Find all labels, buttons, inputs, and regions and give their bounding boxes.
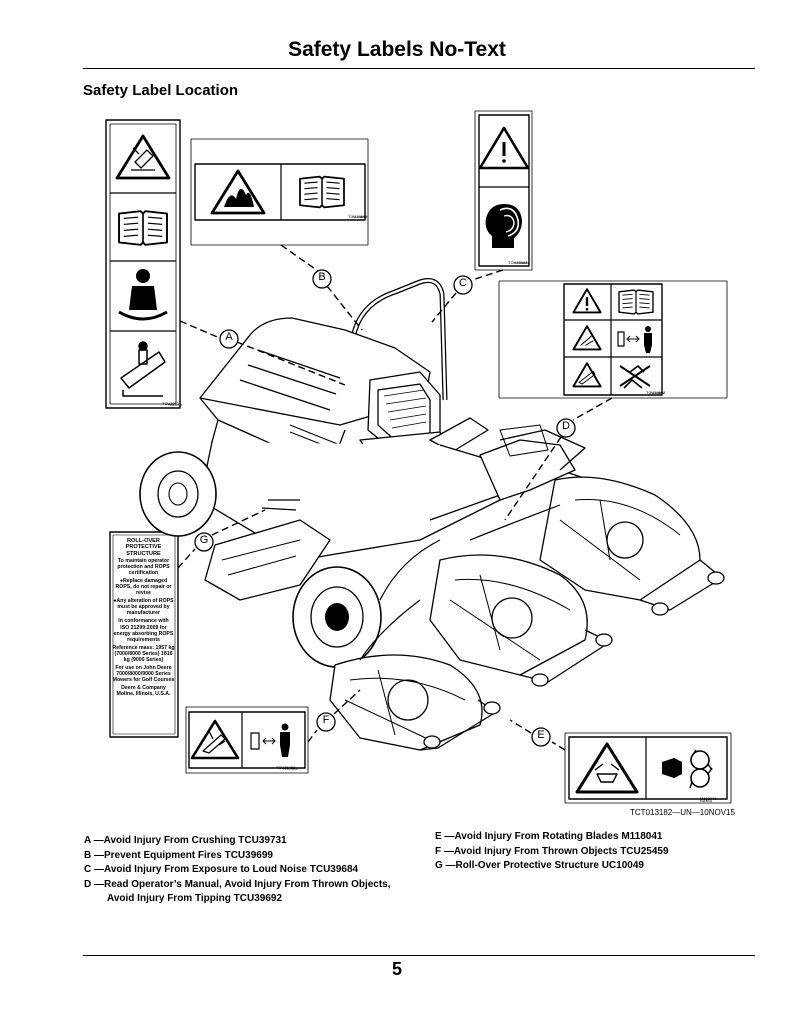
rops-line: ●Any alteration of ROPS must be approved… xyxy=(113,597,174,617)
label-g-rops xyxy=(109,531,179,738)
label-code-d: TCU39692 xyxy=(646,390,666,395)
label-code-c: TCU39684 xyxy=(508,260,528,265)
callout-g: G xyxy=(199,534,209,546)
label-c-noise: TCU39684 xyxy=(474,110,533,271)
svg-text:TCU39699: TCU39699 xyxy=(352,215,367,219)
page-title: Safety Labels No-Text xyxy=(288,38,506,61)
label-d-manual-thrown-tipping: TCU39692 xyxy=(498,280,728,399)
callout-c: C xyxy=(459,277,467,289)
svg-text:TCU39731: TCU39731 xyxy=(168,403,183,407)
callout-circles xyxy=(194,269,576,747)
legend-item-g: G —Roll-Over Protective Structure UC1004… xyxy=(435,860,644,871)
svg-text:TCU25459: TCU25459 xyxy=(283,767,298,771)
label-code-f: TCU25459 xyxy=(276,765,296,770)
legend-left: A —Avoid Injury From Crushing TCU39731 B… xyxy=(84,834,391,907)
callout-e: E xyxy=(537,729,545,741)
svg-text:M118041: M118041 xyxy=(700,799,713,803)
legend-item-c: C —Avoid Injury From Exposure to Loud No… xyxy=(84,864,359,875)
svg-text:TCU39692: TCU39692 xyxy=(650,391,665,395)
legend-item-f: F —Avoid Injury From Thrown Objects TCU2… xyxy=(435,845,669,857)
rops-line: Reference mass: 1957 kg (7000/8000 Serie… xyxy=(112,644,175,664)
section-heading: Safety Label Location xyxy=(83,82,239,99)
rops-line: For use on John Deere 7000/8000/9000 Ser… xyxy=(112,664,175,684)
cutting-unit xyxy=(539,476,725,616)
mower-machine-drawing xyxy=(139,278,725,751)
label-a-crushing: TCU39731 xyxy=(105,119,183,409)
rops-line: ●Replace damaged ROPS, do not repair or … xyxy=(115,577,172,597)
rops-line: Deere & Company Moline, Illinois, U.S.A. xyxy=(116,684,171,697)
label-code-a: TCU39731 xyxy=(162,401,182,406)
legend-item-d: D —Read Operator’s Manual, Avoid Injury … xyxy=(84,878,391,890)
callout-a: A xyxy=(225,331,233,343)
svg-text:TCU39684: TCU39684 xyxy=(514,261,529,265)
rops-line: ISO 21299:2009 for energy absorbing ROPS… xyxy=(113,624,174,644)
rops-heading: ROLL-OVER PROTECTIVE STRUCTURE xyxy=(125,538,162,557)
header-rule xyxy=(83,68,755,69)
cutting-unit xyxy=(329,654,501,751)
cutting-unit xyxy=(429,554,613,687)
rops-label-text: ROLL-OVER PROTECTIVE STRUCTURE To mainta… xyxy=(112,538,175,698)
leader-lines xyxy=(177,244,613,751)
label-e-rotating-blades: M118041 xyxy=(564,732,732,804)
legend-item-d-continued: Avoid Injury From Tipping TCU39692 xyxy=(107,893,283,904)
footer-rule xyxy=(83,955,755,956)
label-f-thrown-objects: TCU25459 xyxy=(185,706,309,774)
callout-d: D xyxy=(562,420,570,432)
figure-id: TCT013182—UN—10NOV15 xyxy=(630,808,735,817)
rops-line: In conformance with xyxy=(118,617,169,624)
legend-item-b: B —Prevent Equipment Fires TCU39699 xyxy=(84,849,273,861)
legend-right: E —Avoid Injury From Rotating Blades M11… xyxy=(435,830,669,874)
safety-label-location-figure: TCU39731 TCU39699 TCU39684 xyxy=(105,110,732,804)
label-b-fire: TCU39699 xyxy=(190,138,369,246)
label-code-e: M118041 xyxy=(700,796,717,801)
callout-f: F xyxy=(322,714,330,726)
callout-b: B xyxy=(318,271,326,283)
label-code-b: TCU39699 xyxy=(348,214,368,219)
page-number: 5 xyxy=(391,959,402,979)
legend-item-a: A —Avoid Injury From Crushing TCU39731 xyxy=(84,835,287,846)
rops-line: To maintain operator protection and ROPS… xyxy=(117,557,170,577)
legend-item-e: E —Avoid Injury From Rotating Blades M11… xyxy=(435,831,663,842)
